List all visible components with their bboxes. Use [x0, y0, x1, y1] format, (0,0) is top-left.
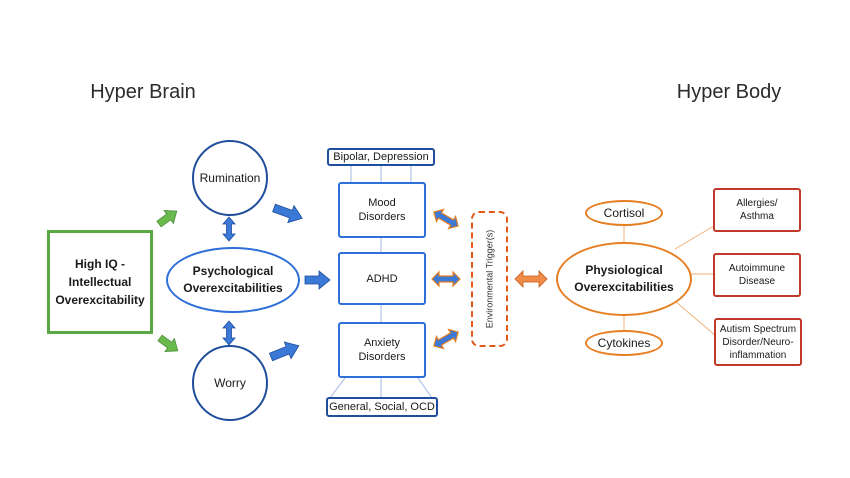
green-arrow-up: [156, 210, 178, 228]
autoimmune-disease-box: Autoimmune Disease: [713, 253, 801, 297]
orange-double-arrow: [514, 270, 548, 288]
autism-spectrum-box: Autism Spectrum Disorder/Neuro-inflammat…: [714, 318, 802, 366]
high-iq-box: High IQ - Intellectual Overexcitability: [47, 230, 153, 334]
anxiety-disorders-box: Anxiety Disorders: [338, 322, 426, 378]
environmental-trigger-label: Environmental Trigger(s): [484, 229, 495, 329]
rumination-circle: Rumination: [192, 140, 268, 216]
double-arrow-lower: [222, 320, 236, 346]
environmental-trigger-box: Environmental Trigger(s): [471, 211, 508, 347]
trigger-double-arrows: [431, 208, 461, 350]
blue-arrow-psych: [304, 270, 331, 290]
cytokines-ellipse: Cytokines: [585, 330, 663, 356]
hyper-brain-title: Hyper Brain: [90, 80, 196, 103]
blue-connectors: [329, 165, 433, 399]
double-arrow-upper: [222, 216, 236, 242]
blue-arrow-rumination: [272, 203, 303, 224]
mood-disorders-box: Mood Disorders: [338, 182, 426, 238]
bipolar-box: Bipolar, Depression: [327, 148, 435, 166]
psychological-ellipse: Psychological Overexcitabilities: [166, 247, 300, 313]
orange-connectors: [623, 222, 717, 337]
blue-arrow-worry: [268, 341, 300, 362]
hyper-body-title: Hyper Body: [676, 80, 782, 103]
adhd-box: ADHD: [338, 252, 426, 305]
green-arrow-down: [157, 334, 179, 352]
worry-circle: Worry: [192, 345, 268, 421]
cortisol-ellipse: Cortisol: [585, 200, 663, 226]
general-social-ocd-box: General, Social, OCD: [326, 397, 438, 417]
allergies-asthma-box: Allergies/ Asthma: [713, 188, 801, 232]
physiological-ellipse: Physiological Overexcitabilities: [556, 242, 692, 316]
